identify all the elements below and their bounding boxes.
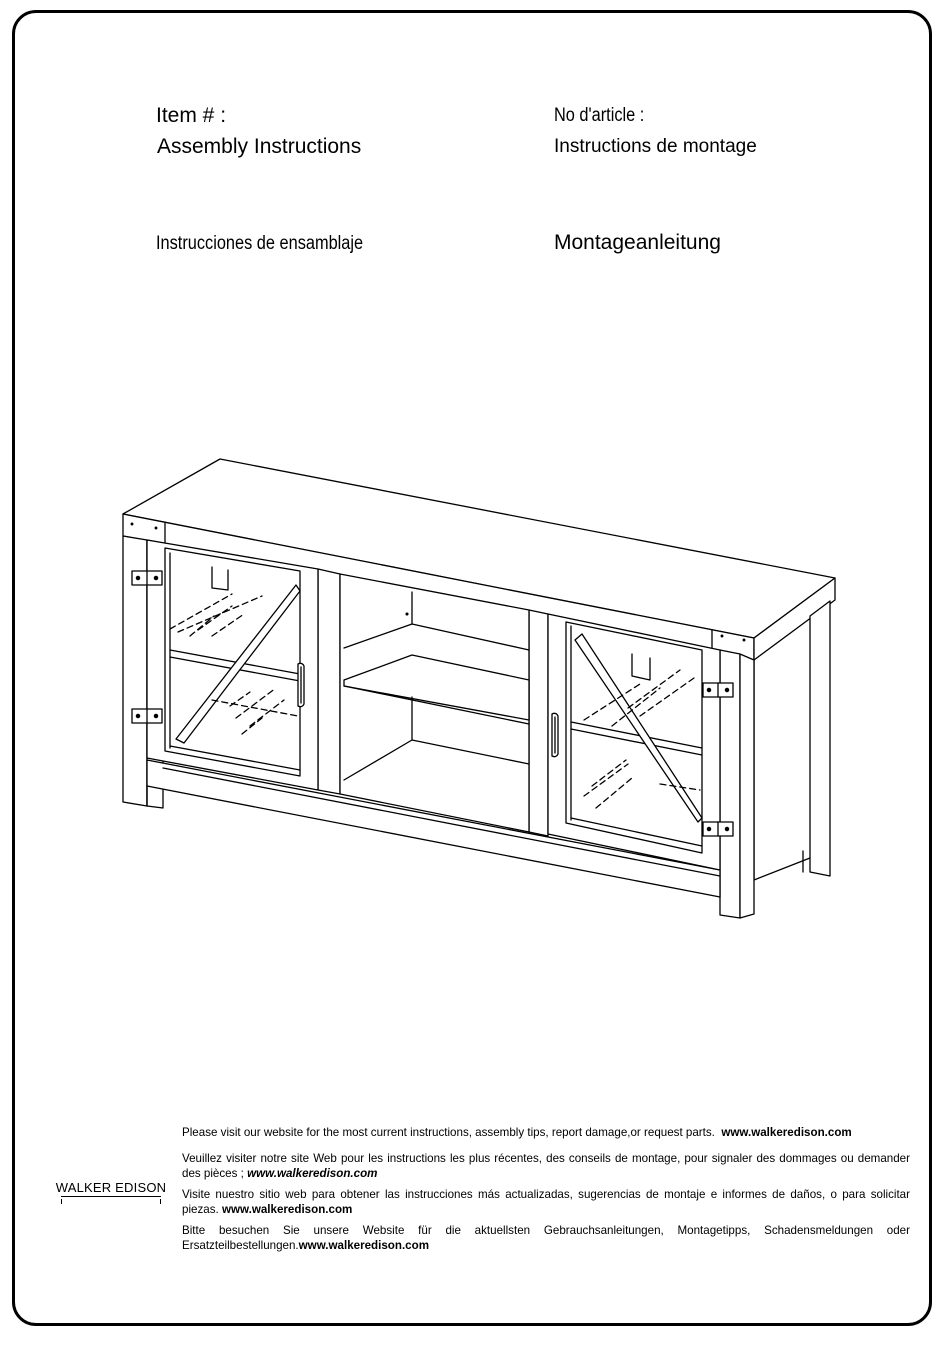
assembly-instructions-title-de: Montageanleitung <box>554 231 721 254</box>
notice-en: Please visit our website for the most cu… <box>182 1126 852 1139</box>
page-border <box>12 10 932 1326</box>
hinge-icon <box>131 570 734 837</box>
website-link-en[interactable]: www.walkeredison.com <box>721 1126 852 1139</box>
assembly-instructions-title-es: Instrucciones de ensamblaje <box>156 233 364 254</box>
assembly-instructions-title-fr: Instructions de montage <box>554 136 757 157</box>
right-door <box>547 613 721 871</box>
assembly-instructions-title-en: Assembly Instructions <box>157 135 362 158</box>
walker-edison-logo: WALKER EDISON <box>52 1180 170 1204</box>
back-right-leg <box>809 600 831 877</box>
website-notice: Please visit our website for the most cu… <box>182 1125 910 1259</box>
logo-text: WALKER EDISON <box>55 1180 167 1195</box>
left-door <box>146 539 319 791</box>
center-left-divider <box>317 568 341 795</box>
center-right-divider <box>528 609 549 837</box>
bottom-rail <box>146 759 721 898</box>
notice-de: Bitte besuchen Sie unsere Website für di… <box>182 1224 910 1252</box>
website-link-es[interactable]: www.walkeredison.com <box>221 1203 353 1216</box>
tabletop-side-edge <box>753 577 836 661</box>
website-link-fr[interactable]: www.walkeredison.com <box>247 1167 378 1180</box>
notice-es: Visite nuestro sitio web para obtener la… <box>182 1188 910 1216</box>
item-number-label-fr: No d'article : <box>554 105 645 126</box>
website-link-de[interactable]: www.walkeredison.com <box>298 1239 430 1252</box>
notice-fr: Veuillez visiter notre site Web pour les… <box>182 1152 910 1180</box>
item-number-label-en: Item # : <box>156 104 227 127</box>
center-shelf <box>343 654 530 721</box>
